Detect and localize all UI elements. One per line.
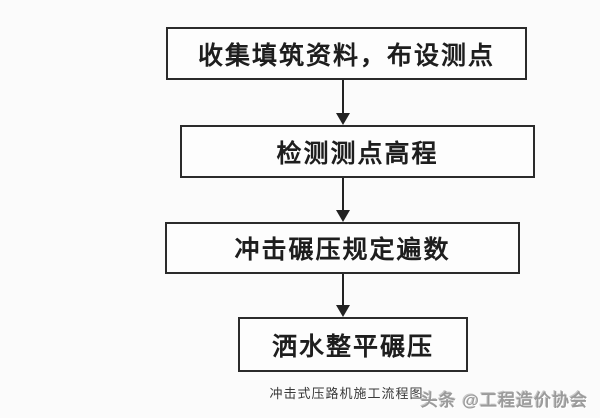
- arrow-down-icon: [336, 80, 350, 125]
- flow-step-water-leveling: 洒水整平碾压: [238, 317, 468, 372]
- flow-step-label: 洒水整平碾压: [271, 332, 434, 361]
- arrow-down-icon: [336, 274, 350, 317]
- flow-step-check-elevation: 检测测点高程: [180, 125, 535, 178]
- arrow-shaft: [342, 178, 344, 211]
- diagram-caption: 冲击式压路机施工流程图: [269, 386, 424, 401]
- arrow-down-icon: [336, 178, 350, 222]
- arrow-head: [336, 305, 350, 317]
- flow-step-impact-rolling: 冲击碾压规定遍数: [165, 222, 520, 274]
- arrow-head: [336, 113, 350, 125]
- flow-step-label: 检测测点高程: [276, 139, 439, 168]
- arrow-head: [336, 210, 350, 222]
- arrow-shaft: [342, 80, 344, 114]
- watermark-text: 头条 @工程造价协会: [420, 391, 588, 410]
- flow-step-label: 冲击碾压规定遍数: [234, 236, 451, 264]
- flow-step-label: 收集填筑资料，布设测点: [197, 41, 495, 70]
- arrow-shaft: [342, 274, 344, 306]
- flow-step-collect-data: 收集填筑资料，布设测点: [166, 27, 527, 80]
